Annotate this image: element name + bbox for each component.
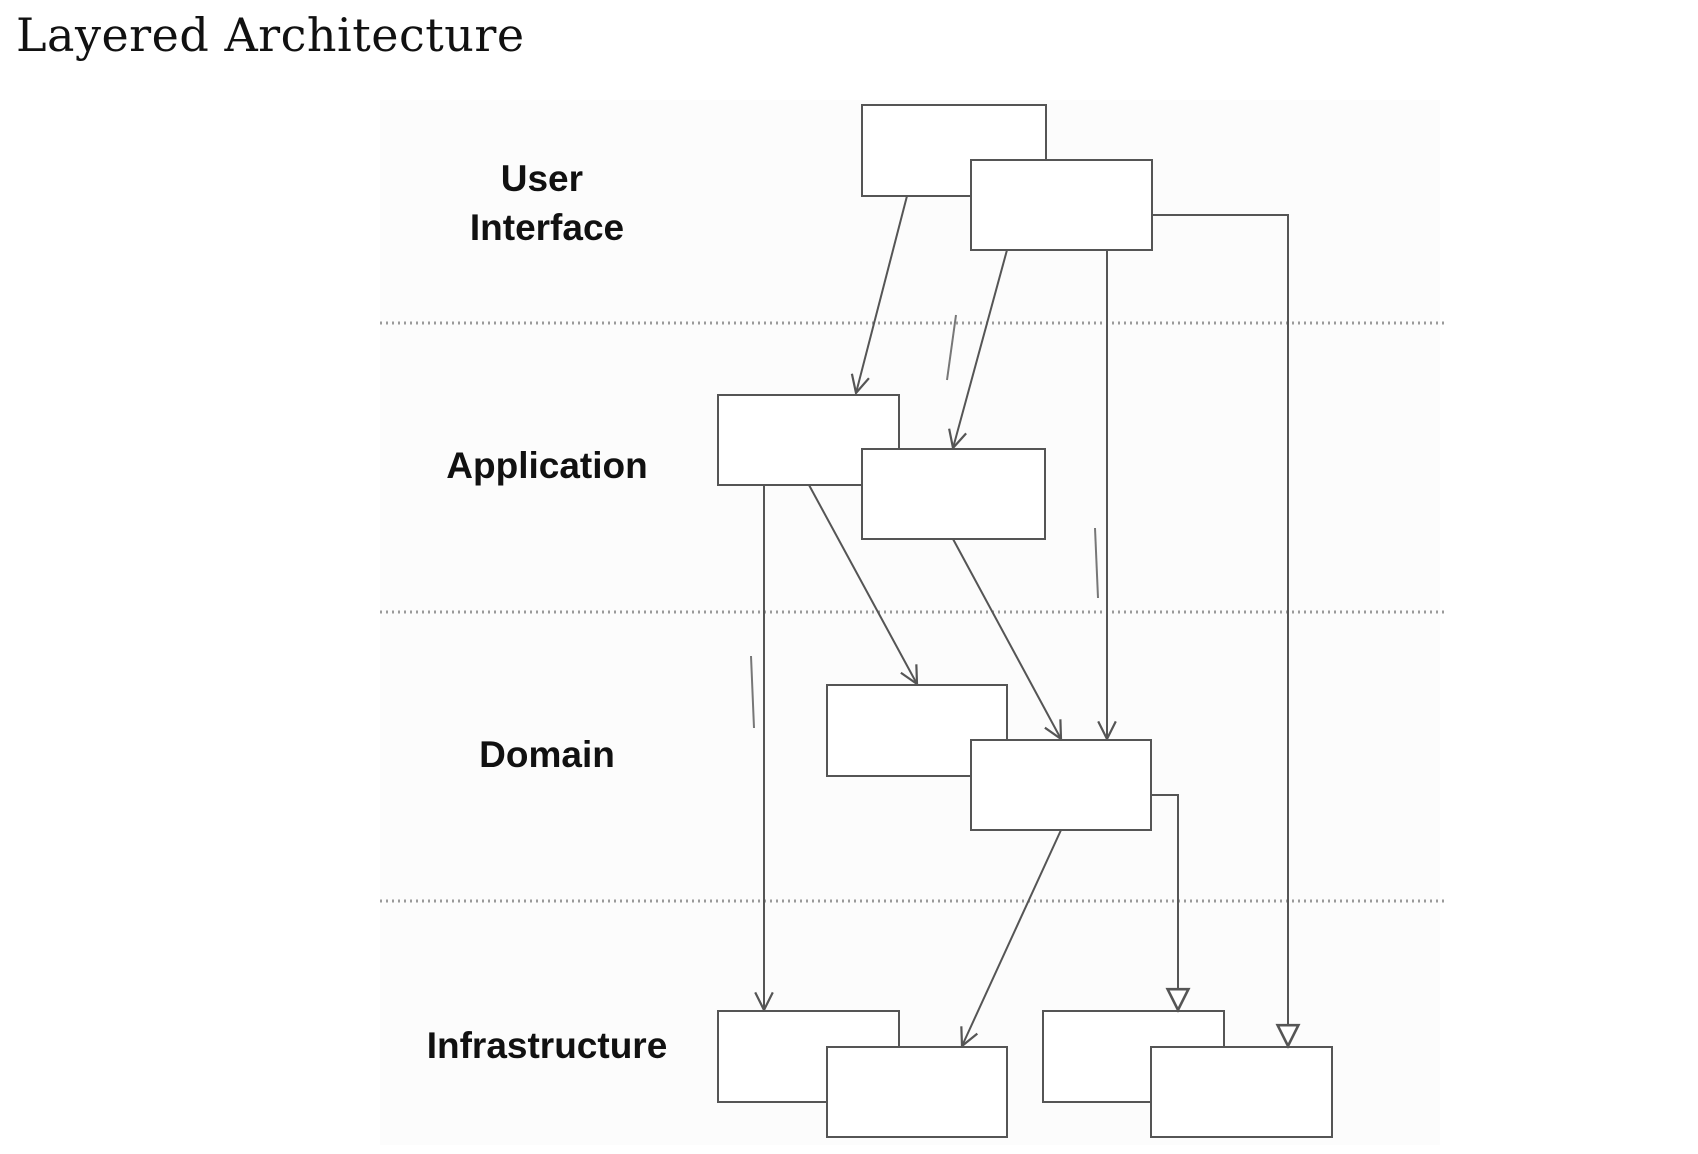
- page-title: Layered Architecture: [16, 8, 525, 62]
- hatch-mark-ui-app: [946, 314, 957, 381]
- dependency-arrow-app2-to-domain2: [952, 538, 1061, 739]
- infrastructure-component-4: [1150, 1046, 1333, 1138]
- dependency-arrow-ui1-to-app1: [856, 195, 908, 393]
- dependency-arrow-domain2-to-infra2: [962, 829, 1062, 1046]
- layer-label-domain: Domain: [479, 734, 615, 775]
- realization-arrow-ui2-to-infra4: [1152, 214, 1301, 1049]
- realization-arrow-domain2-to-infra3: [1151, 794, 1191, 1013]
- ui-component-2: [970, 159, 1153, 251]
- hatch-mark-ui-domain: [1094, 527, 1099, 599]
- infrastructure-component-2: [826, 1046, 1008, 1138]
- hatch-mark-app-infra: [750, 655, 755, 729]
- layer-label-user-interface: User Interface: [470, 158, 624, 248]
- domain-component-2: [970, 739, 1152, 831]
- diagram-background: [380, 100, 1440, 1145]
- application-component-2: [861, 448, 1046, 540]
- dependency-arrow-app1-to-domain1: [808, 484, 917, 684]
- dependency-arrow-ui2-to-app2: [953, 249, 1008, 448]
- layer-label-application: Application: [446, 445, 647, 486]
- layer-label-infrastructure: Infrastructure: [427, 1025, 668, 1066]
